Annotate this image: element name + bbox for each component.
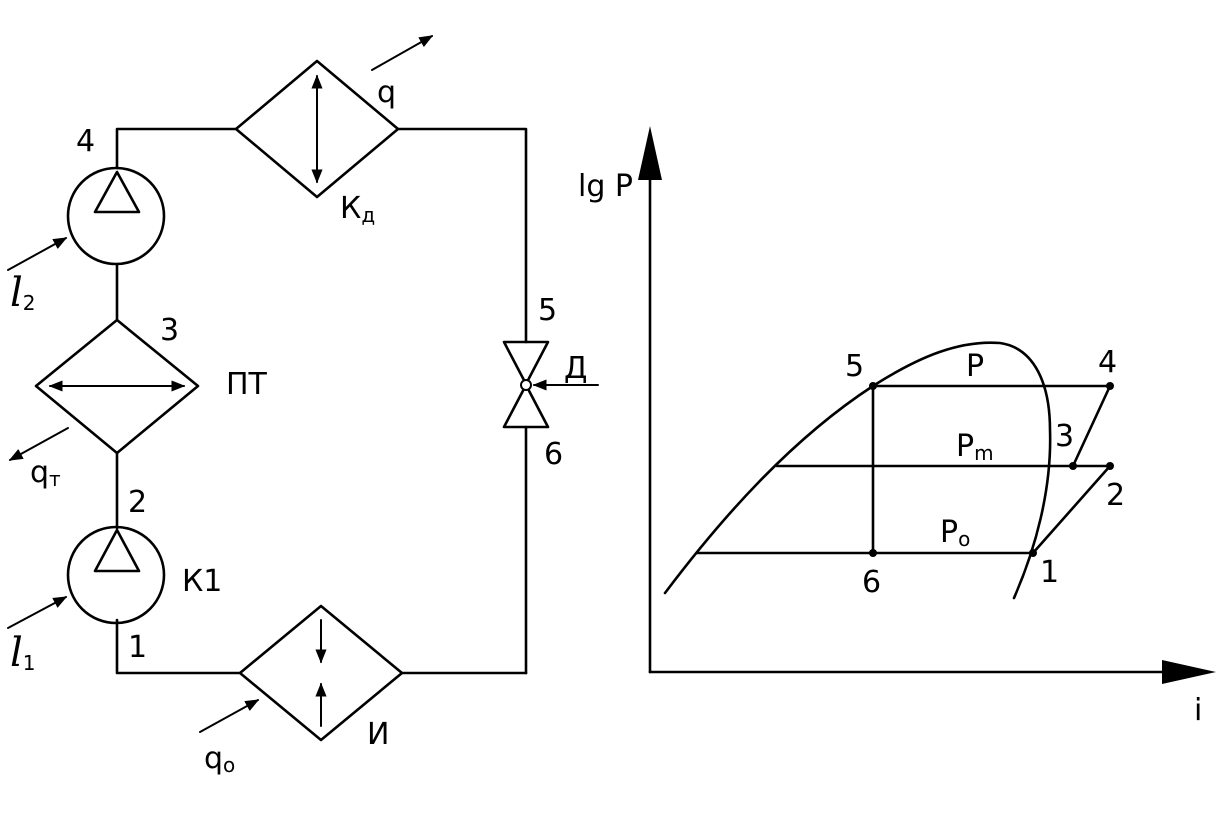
scheme-labels: 4 3 2 1 5 6 Кд И ПТ К1 Д q qт qо l2 l1 [10, 75, 587, 777]
diagram-point-2-label: 2 [1106, 478, 1125, 513]
compressor-high [66, 166, 166, 266]
evaporator [238, 604, 404, 742]
scheme-point-1: 1 [128, 630, 147, 665]
diagram-point-3-label: 3 [1055, 419, 1074, 454]
evaporator-label: И [367, 717, 389, 752]
state-point-5 [869, 382, 877, 390]
pressure-po-label: Po [940, 515, 970, 551]
condenser-label: Кд [340, 191, 375, 227]
state-point-3 [1069, 462, 1077, 470]
throttle-label: Д [564, 351, 587, 386]
state-point-6 [869, 549, 877, 557]
x-axis-label: i [1194, 693, 1202, 728]
work-l2-label: l2 [10, 270, 36, 316]
heat-qt-label: qт [30, 455, 61, 491]
heat-qo-label: qо [204, 741, 235, 777]
lgp-i-diagram: lg P i P Pm Po 5 4 3 2 6 1 [578, 126, 1216, 728]
scheme-point-2: 2 [128, 485, 147, 520]
work-l1-label: l1 [10, 630, 36, 676]
state-point-4 [1106, 382, 1114, 390]
flow-arrows [7, 35, 434, 733]
state-point-2 [1106, 462, 1114, 470]
diagram-point-4-label: 4 [1098, 345, 1117, 380]
scheme-point-3: 3 [160, 313, 179, 348]
state-point-1 [1029, 549, 1037, 557]
diagram-point-5-label: 5 [845, 349, 864, 384]
heat-q-label: q [377, 75, 396, 110]
throttle-valve [502, 340, 599, 429]
compression-3-4 [1071, 384, 1112, 468]
pressure-pm-label: Pm [956, 429, 994, 465]
y-axis-label: lg P [578, 169, 633, 204]
scheme-point-5: 5 [538, 293, 557, 328]
cycle-scheme: 4 3 2 1 5 6 Кд И ПТ К1 Д q qт qо l2 l1 [7, 35, 599, 777]
diagram-point-1-label: 1 [1040, 555, 1059, 590]
pipelines [115, 127, 528, 675]
diagram-point-6-label: 6 [862, 565, 881, 600]
scheme-point-6: 6 [544, 437, 563, 472]
pressure-p-label: P [966, 349, 984, 384]
saturation-curve [663, 341, 1052, 600]
compressor-low [66, 525, 166, 625]
condenser [234, 59, 400, 199]
intercooler-label: ПТ [226, 367, 268, 402]
scheme-point-4: 4 [76, 124, 95, 159]
compression-1-2 [1031, 464, 1112, 555]
compressor-low-label: К1 [182, 564, 222, 599]
intercooler [34, 318, 200, 455]
y-axis-arrow [638, 126, 662, 180]
x-axis-arrow [1162, 660, 1216, 684]
